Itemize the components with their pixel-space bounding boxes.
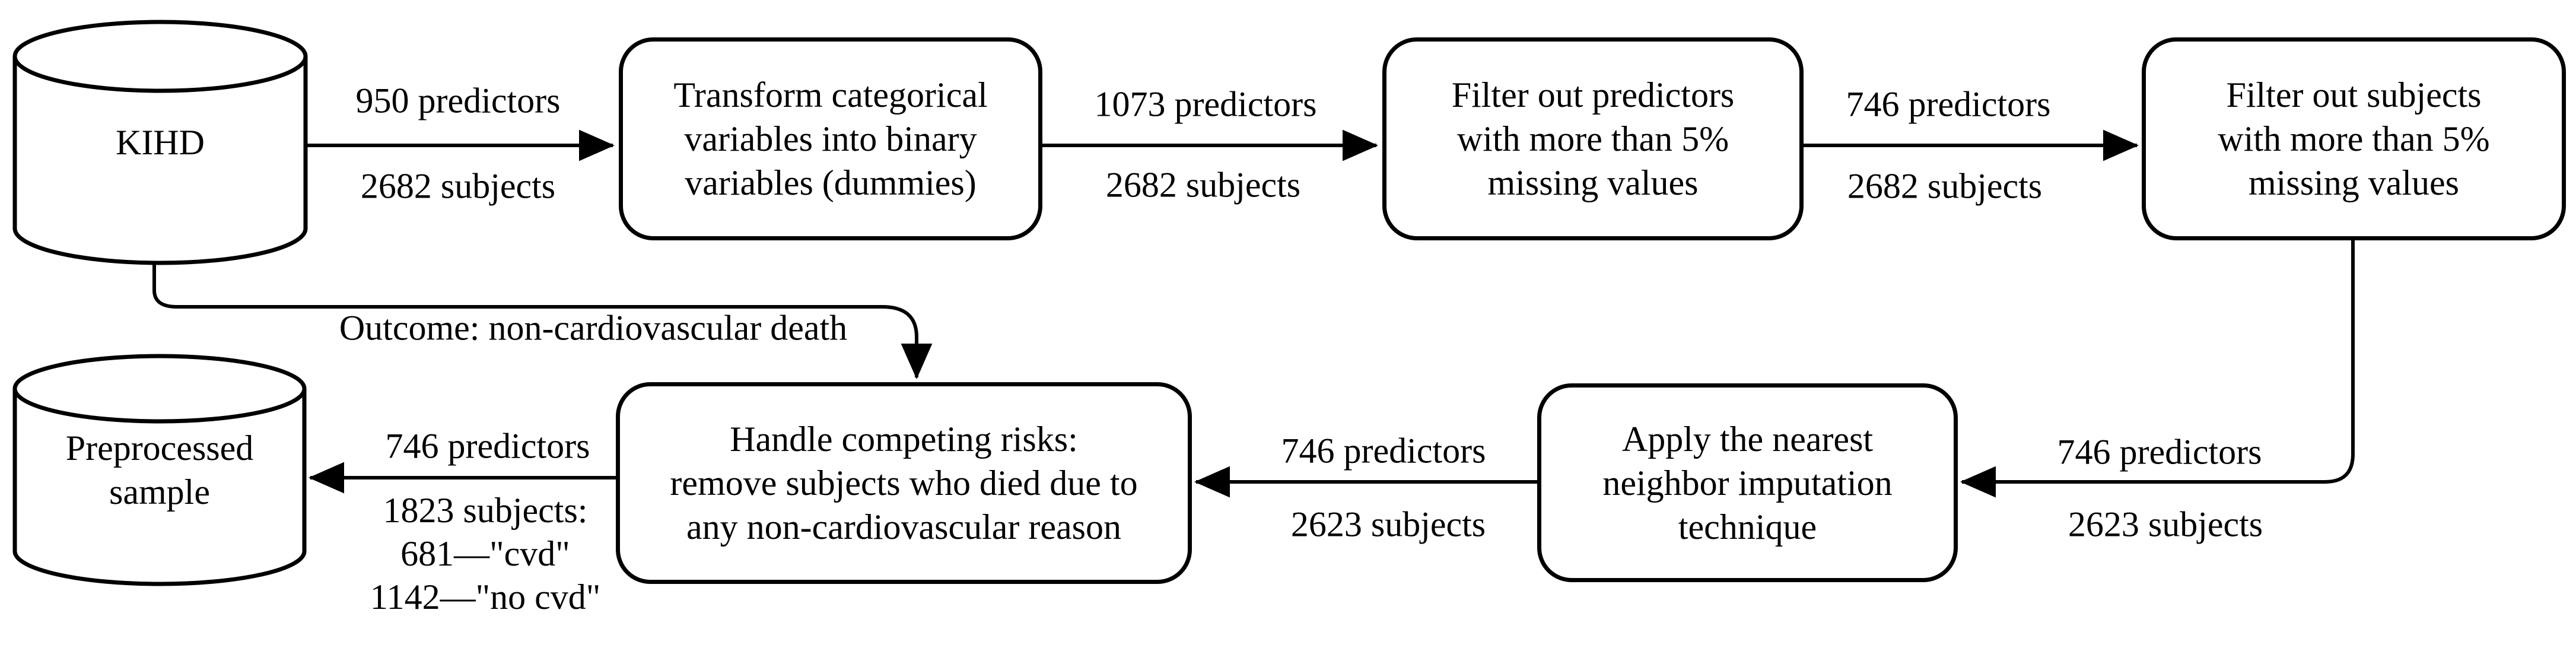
process-box-competing-risks: Handle competing risks: remove subjects … <box>616 382 1192 584</box>
box-text-line: technique <box>1678 507 1817 547</box>
box-text-line: Handle competing risks: <box>730 420 1078 459</box>
process-box-filter-subjects: Filter out subjects with more than 5% mi… <box>2142 37 2566 240</box>
process-box-filter-predictors: Filter out predictors with more than 5% … <box>1382 37 1804 240</box>
edge-filter-subjects-to-imputation <box>1960 240 2355 498</box>
edge-label-filter-predictors-to-filter-subjects-bottom: 2682 subjects <box>1847 166 2043 206</box>
box-text-line: missing values <box>1487 163 1699 202</box>
box-text-line: Filter out subjects <box>2226 75 2482 115</box>
edge-label-filter-subjects-to-imputation-bottom: 2623 subjects <box>2068 504 2263 544</box>
edge-label-outcome: Outcome: non-cardiovascular death <box>339 308 848 348</box>
box-text-line: Filter out predictors <box>1451 75 1735 115</box>
edge-label-transform-to-filter-predictors-top: 1073 predictors <box>1094 84 1317 124</box>
preprocessed-cylinder-shape <box>12 354 307 586</box>
box-text-line: with more than 5% <box>1456 119 1729 158</box>
subjects-breakdown-line: 681—"cvd" <box>400 534 570 573</box>
preprocessed-label-line: sample <box>109 472 210 512</box>
subjects-breakdown-line: 1142—"no cvd" <box>370 577 601 617</box>
edge-label-competing-risks-to-preprocessed-bottom: 1823 subjects: 681—"cvd" 1142—"no cvd" <box>370 489 600 619</box>
box-text-line: variables (dummies) <box>685 163 977 202</box>
edge-label-imputation-to-competing-risks-top: 746 predictors <box>1281 431 1486 471</box>
preprocessed-label-line: Preprocessed <box>65 428 254 468</box>
process-box-transform: Transform categorical variables into bin… <box>619 37 1042 240</box>
box-text-line: remove subjects who died due to <box>670 463 1138 503</box>
box-text-line: neighbor imputation <box>1602 463 1893 503</box>
edge-label-filter-subjects-to-imputation-top: 746 predictors <box>2057 432 2262 472</box>
edge-kihd-outcome-to-competing-risks <box>152 264 933 379</box>
subjects-breakdown-line: 1823 subjects: <box>383 491 588 530</box>
kihd-cylinder-shape <box>12 20 308 265</box>
kihd-label-text: KIHD <box>116 123 205 162</box>
box-text-line: Transform categorical <box>673 75 988 115</box>
box-text-line: with more than 5% <box>2218 119 2490 158</box>
edge-label-transform-to-filter-predictors-bottom: 2682 subjects <box>1105 165 1301 205</box>
box-text-line: Apply the nearest <box>1621 419 1874 459</box>
kihd-label: KIHD <box>15 22 306 263</box>
edge-label-filter-predictors-to-filter-subjects-top: 746 predictors <box>1846 84 2051 124</box>
preprocessed-label: Preprocessed sample <box>15 356 304 584</box>
box-text-line: missing values <box>2249 163 2459 202</box>
process-box-imputation: Apply the nearest neighbor imputation te… <box>1537 383 1958 582</box>
box-text-line: variables into binary <box>684 119 977 158</box>
edge-label-kihd-to-transform-top: 950 predictors <box>355 81 561 120</box>
box-text-line: any non-cardiovascular reason <box>686 507 1121 547</box>
edge-label-competing-risks-to-preprocessed-top: 746 predictors <box>385 426 590 466</box>
edge-label-imputation-to-competing-risks-bottom: 2623 subjects <box>1290 504 1486 544</box>
edge-label-kihd-to-transform-bottom: 2682 subjects <box>360 166 556 206</box>
